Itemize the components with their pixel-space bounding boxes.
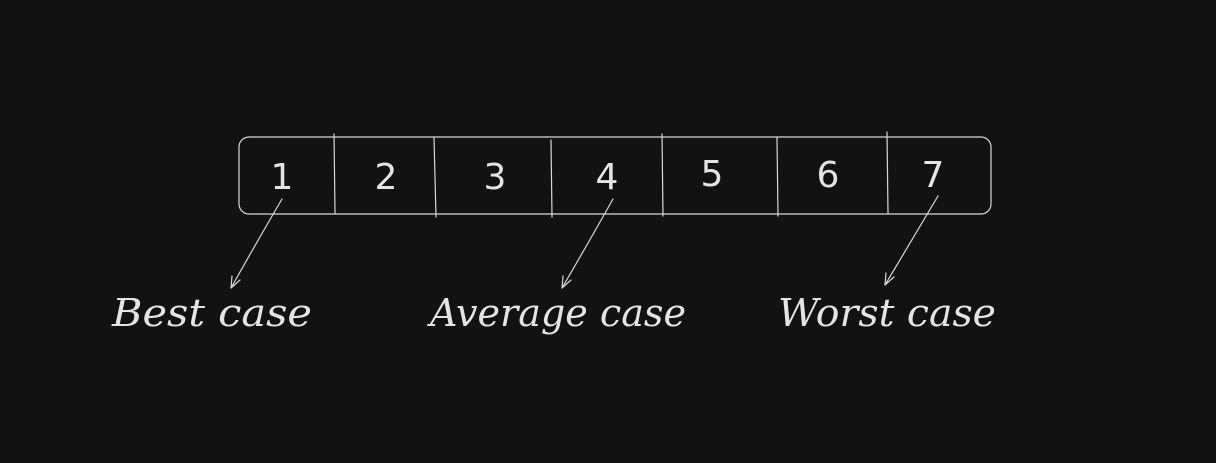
array-cell-value: 3	[484, 157, 507, 198]
cell-divider	[776, 137, 779, 217]
worst-case-arrow	[884, 195, 939, 286]
array-box	[238, 136, 992, 215]
worst-case-label: Worst case	[778, 291, 996, 335]
cell-divider	[333, 133, 336, 214]
cell-divider	[550, 139, 553, 218]
average-case-arrow	[561, 198, 614, 289]
cell-divider	[661, 133, 664, 217]
array-cell-value: 7	[922, 155, 945, 196]
best-case-label: Best case	[111, 291, 312, 335]
array-cell-value: 6	[817, 155, 840, 196]
array-cell-value: 2	[375, 157, 398, 198]
array-cell-value: 5	[701, 154, 724, 195]
best-case-arrow	[230, 198, 283, 289]
array-cell-value: 4	[596, 157, 619, 198]
cell-divider	[433, 137, 437, 218]
average-case-label: Average case	[427, 291, 686, 335]
cell-divider	[886, 131, 889, 214]
array-cell-value: 1	[271, 157, 294, 198]
